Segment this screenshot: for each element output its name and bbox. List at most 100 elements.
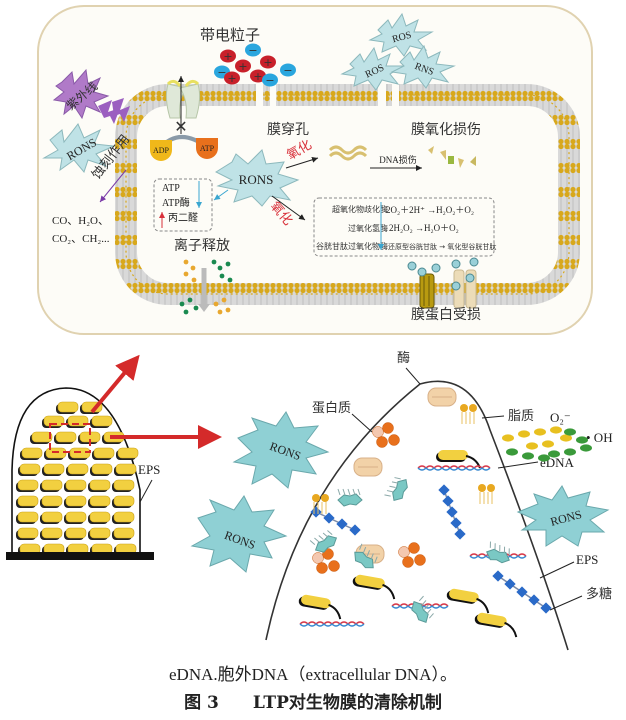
polysaccharide-unit [450, 517, 462, 529]
damaged-cell-spike [314, 537, 320, 543]
bacterium-body [477, 612, 507, 627]
lipid-head [469, 404, 477, 412]
bacterium [115, 463, 137, 475]
polysaccharide-unit [323, 512, 335, 524]
membrane-protein-label: 膜蛋白受损 [411, 307, 481, 323]
ion-dot [211, 259, 217, 265]
reaction-sod: 2O₂＋2H⁺ →H₂O₂＋O₂ [386, 205, 474, 215]
damaged-cell-icon [384, 477, 408, 502]
flagellum [328, 603, 342, 620]
eps-left-pointer [139, 479, 153, 503]
damaged-cell-spike [322, 532, 329, 538]
superoxide-dot [550, 426, 562, 434]
ion-release-label: 离子释放 [174, 237, 230, 254]
dna-damage-label: DNA损伤 [379, 154, 417, 165]
protein-icon [382, 422, 394, 434]
positive-particle [224, 71, 240, 85]
lipid-head [312, 494, 320, 502]
polysaccharide-unit [336, 518, 348, 530]
ion-dot [217, 309, 223, 315]
protein-icon [408, 542, 420, 554]
damaged-cell-spike [386, 490, 394, 493]
enlarged-biofilm-boundary [265, 380, 569, 651]
damaged-cell-spike [499, 544, 501, 552]
damaged-cell-spike [384, 494, 391, 497]
etching-products-line-1: CO、H₂O、 [52, 215, 109, 227]
oxidation-gap [378, 82, 386, 108]
ion-dot [227, 277, 233, 283]
bacterium [89, 527, 111, 539]
bacterium [41, 479, 63, 491]
bacterium-body [438, 450, 468, 460]
lipid-head [478, 484, 486, 492]
damaged-cell-spike [342, 488, 346, 496]
bacterium [65, 479, 87, 491]
positive-particle [220, 49, 236, 63]
ion-dot [183, 309, 189, 315]
ion-dot [183, 259, 189, 265]
hydroxyl-label: • OH [586, 430, 613, 445]
damaged-cell-spike [327, 530, 333, 536]
bacterium [93, 447, 115, 459]
damaged-cell-icon [411, 595, 434, 624]
rns-burst-icon: RNS [390, 44, 456, 89]
damaged-cell-spike [374, 556, 378, 563]
bacterium-body [355, 574, 385, 589]
flagellum [504, 621, 518, 638]
bacterium [31, 431, 53, 443]
hydroxyl-dot [538, 454, 550, 462]
polysaccharide-unit [528, 594, 540, 606]
ion-dot [193, 305, 199, 311]
bacterium [21, 447, 43, 459]
damaged-cell-spike [357, 488, 361, 496]
biofilm-bacteria [16, 401, 139, 556]
bacterium [41, 511, 63, 523]
protein-icon [398, 546, 410, 558]
bacterium-icon [436, 450, 481, 469]
superoxide-dot [502, 434, 514, 442]
eps-right-pointer [539, 561, 575, 579]
damaged-cell-spike [428, 613, 434, 619]
bacterium [65, 527, 87, 539]
pore-label: 膜穿孔 [267, 122, 309, 138]
particle-sign: − [248, 44, 257, 57]
damaged-dna-fragments-icon [428, 146, 476, 168]
damaged-cell-spike [423, 604, 429, 610]
bacterium [113, 511, 135, 523]
damaged-cell-spike [421, 600, 427, 606]
polysaccharide-label: 多糖 [586, 586, 612, 602]
blocked-x-icon: ✕ [174, 117, 187, 136]
damaged-cell-spike [347, 488, 351, 496]
damaged-cell-spike [426, 608, 432, 615]
rons-burst-icon: RONS [516, 485, 610, 547]
release-arrow [90, 354, 140, 414]
protein-icon [414, 554, 426, 566]
ion-dot [225, 261, 231, 267]
polysaccharide-unit [349, 524, 361, 536]
superoxide-dot [526, 442, 538, 450]
biofilm-substrate [6, 552, 154, 560]
bacterium [41, 495, 63, 507]
damaged-cell-spike [359, 543, 363, 550]
enzyme-sod: 超氧化物歧化酶 [332, 204, 388, 214]
polysaccharide-unit [516, 586, 528, 598]
particle-sign: − [265, 74, 274, 87]
ros-burst-icon: ROS [368, 12, 434, 57]
damaged-cell-spike [318, 535, 324, 541]
reaction-gpx: 还原型谷胱甘肽 → 氧化型谷胱甘肽 [388, 242, 496, 251]
lipid-pointer [481, 415, 505, 419]
bacterium [17, 479, 39, 491]
eps-left-label: EPS [138, 462, 160, 477]
edna-strand [417, 467, 491, 471]
lipid-head [321, 494, 329, 502]
damaged-membrane-protein-icon [407, 257, 479, 309]
particle-sign: + [263, 56, 272, 69]
damaged-cell-icon [354, 543, 378, 569]
etching-arrow [99, 169, 127, 203]
protein-label: 蛋白质 [312, 400, 351, 416]
bacterium [113, 527, 135, 539]
superoxide-dot [542, 440, 554, 448]
hydroxyl-dot [522, 452, 534, 460]
hydroxyl-dot [576, 436, 588, 444]
